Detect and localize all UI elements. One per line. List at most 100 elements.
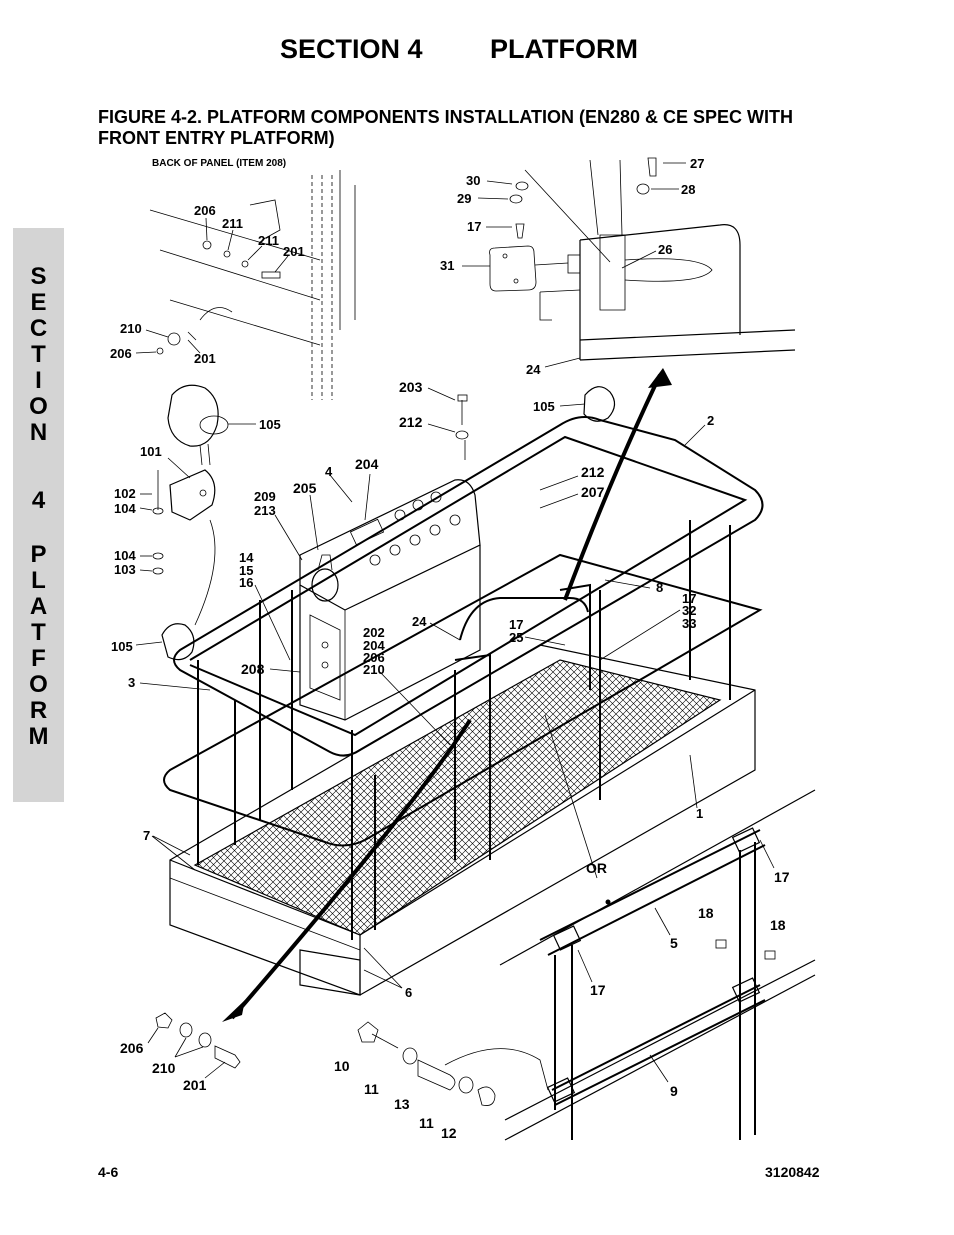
callout: 210 xyxy=(120,321,142,336)
callout: 4 xyxy=(325,464,333,479)
side-tab-letter: T xyxy=(31,341,46,368)
callout: 11 xyxy=(364,1081,379,1097)
callout: 211 xyxy=(258,233,279,248)
callout: 211 xyxy=(222,216,243,231)
callout: 32 xyxy=(682,603,696,618)
callout: 17 xyxy=(509,617,523,632)
side-tab-letter: T xyxy=(31,619,46,646)
callout: 18 xyxy=(770,917,786,933)
document-number: 3120842 xyxy=(765,1164,820,1180)
callout: 31 xyxy=(440,258,454,273)
callout: 14 xyxy=(239,550,254,565)
exploded-view-arrows xyxy=(222,368,672,1022)
callout: 207 xyxy=(581,484,605,500)
alternate-rail-inset xyxy=(444,789,816,1141)
panel-back-inset xyxy=(135,170,356,400)
side-tab-letter: O xyxy=(29,671,48,698)
callout: 204 xyxy=(363,638,385,653)
callout: 30 xyxy=(466,173,480,188)
callout: 206 xyxy=(363,650,385,665)
side-tab-letter: I xyxy=(35,367,42,394)
callout: 2 xyxy=(707,413,714,428)
callout: 204 xyxy=(355,456,379,472)
work-light-lower xyxy=(135,623,195,661)
callout: 12 xyxy=(441,1125,457,1141)
callout: 1 xyxy=(696,806,703,821)
callout: 13 xyxy=(394,1096,410,1112)
page-header: SECTION 4 PLATFORM xyxy=(0,34,954,68)
side-tab-letter: L xyxy=(31,567,46,594)
control-console xyxy=(299,394,481,721)
callout: 10 xyxy=(334,1058,350,1074)
side-tab-letter: S xyxy=(30,263,47,290)
callout: 5 xyxy=(670,935,678,951)
mount-hardware-left xyxy=(155,1012,241,1069)
work-light-upper xyxy=(167,384,256,466)
callout: 17 xyxy=(774,869,790,885)
section-heading: SECTION 4 xyxy=(280,34,423,64)
callout: 8 xyxy=(656,580,663,595)
callout: 105 xyxy=(259,417,281,432)
leader-lines xyxy=(139,387,706,989)
callout: 201 xyxy=(183,1077,207,1093)
callout: 17 xyxy=(467,219,481,234)
callout: 3 xyxy=(128,675,135,690)
or-label: OR xyxy=(586,860,607,876)
side-tab-letter: F xyxy=(31,645,46,672)
side-tab-letter: O xyxy=(29,393,48,420)
callout: 33 xyxy=(682,616,696,631)
callout: 25 xyxy=(509,630,523,645)
callout-labels: BACK OF PANEL (ITEM 208) 206 211 211 201… xyxy=(110,156,790,1141)
side-tab-letter: C xyxy=(29,315,48,342)
callout: 206 xyxy=(120,1040,144,1056)
side-tab-letter: R xyxy=(29,697,48,724)
callout: 26 xyxy=(658,242,672,257)
figure-note: BACK OF PANEL (ITEM 208) xyxy=(152,158,286,169)
callout: 11 xyxy=(419,1115,434,1131)
callout: 209 xyxy=(254,489,276,504)
figure-title: FIGURE 4-2. PLATFORM COMPONENTS INSTALLA… xyxy=(98,107,794,148)
callout: 201 xyxy=(283,244,305,259)
callout: 104 xyxy=(114,548,136,563)
callout: 24 xyxy=(412,614,427,629)
callout: 212 xyxy=(581,464,605,480)
mount-hardware-center xyxy=(357,1021,496,1106)
callout: 212 xyxy=(399,414,423,430)
callout: 101 xyxy=(140,444,162,459)
callout: 213 xyxy=(254,503,276,518)
callout: 9 xyxy=(670,1083,678,1099)
callout: 201 xyxy=(194,351,216,366)
callout: 208 xyxy=(241,661,265,677)
callout: 105 xyxy=(111,639,133,654)
side-tab-letter: M xyxy=(28,723,49,750)
callout: 104 xyxy=(114,501,136,516)
callout: 202 xyxy=(363,625,385,640)
callout: 205 xyxy=(293,480,317,496)
side-tab-letter: A xyxy=(29,593,48,620)
platform-basket xyxy=(163,415,764,996)
callout: 203 xyxy=(399,379,423,395)
callout: 28 xyxy=(681,182,695,197)
callout: 27 xyxy=(690,156,704,171)
work-light-mid xyxy=(559,386,616,422)
callout: 105 xyxy=(533,399,555,414)
callout: 206 xyxy=(110,346,132,361)
gate-latch-inset xyxy=(462,157,796,368)
side-tab-letter: E xyxy=(30,289,47,316)
side-tab-letter: N xyxy=(29,419,48,446)
light-bracket xyxy=(139,457,216,626)
callout: 15 xyxy=(239,563,253,578)
side-tab-letter: 4 xyxy=(31,487,46,514)
page-number: 4-6 xyxy=(98,1164,119,1180)
callout: 17 xyxy=(682,591,696,606)
callout: 16 xyxy=(239,575,253,590)
callout: 7 xyxy=(143,828,150,843)
callout: 17 xyxy=(590,982,606,998)
hardware-leader-lines xyxy=(147,1027,226,1079)
side-tab-letter: P xyxy=(30,541,47,568)
callout: 6 xyxy=(405,985,412,1000)
section-title: PLATFORM xyxy=(490,34,638,64)
callout: 103 xyxy=(114,562,136,577)
section-side-tab: S E C T I O N 4 P L A T F O R M xyxy=(13,228,64,802)
